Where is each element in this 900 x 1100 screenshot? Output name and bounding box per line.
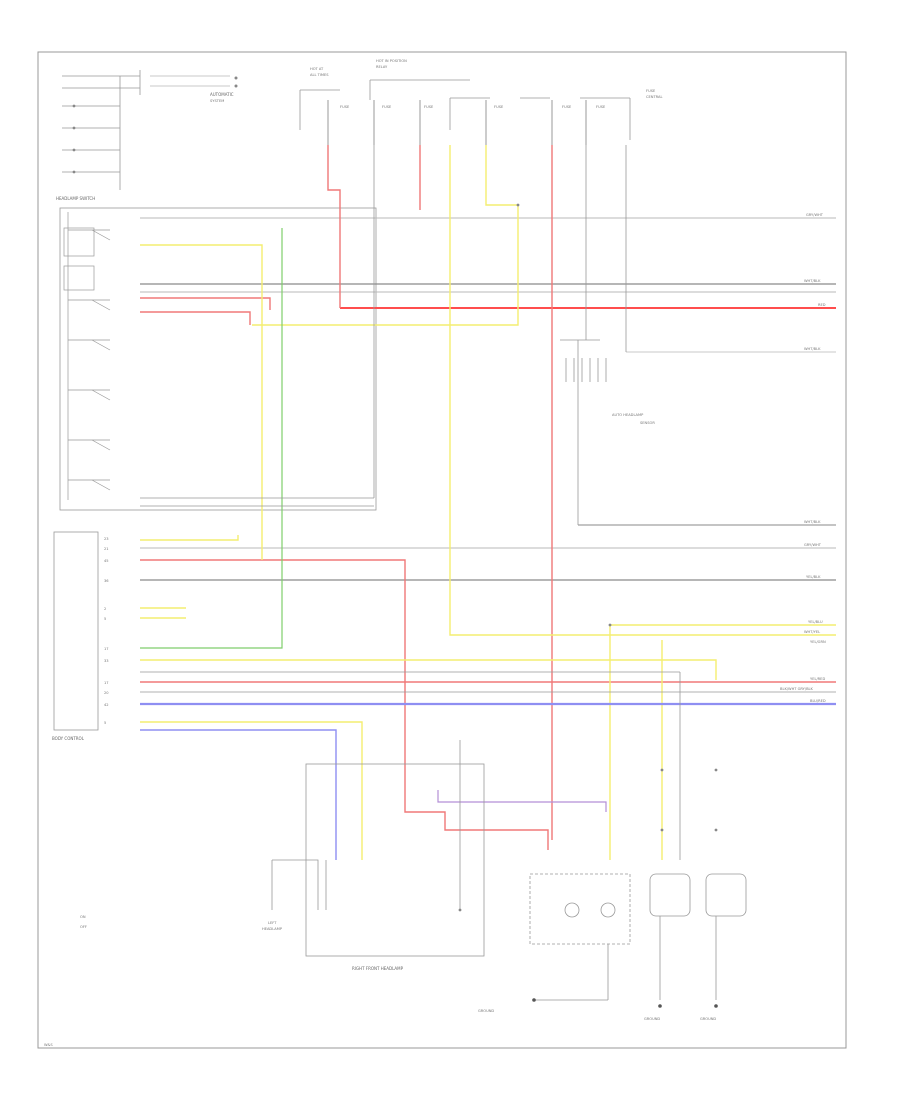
svg-text:FUSE: FUSE xyxy=(494,105,504,109)
right-bundle-label: AUTO HEADLAMP xyxy=(612,413,644,417)
svg-text:WHT/BLK: WHT/BLK xyxy=(804,347,821,351)
module-pin-labels: 23 21 45 36 2 5 17 33 17 20 42 5 xyxy=(104,537,109,725)
svg-text:17: 17 xyxy=(104,681,109,685)
headlamp-switch-body xyxy=(59,207,377,511)
right-lamp-box xyxy=(705,873,747,917)
ground-dots xyxy=(532,998,718,1008)
switch-contact-dots xyxy=(72,76,238,174)
svg-text:RED: RED xyxy=(818,303,826,307)
wire-junction-dots xyxy=(458,203,718,912)
bottom-left-sublabel: HEADLAMP xyxy=(262,927,283,931)
svg-text:FUSE: FUSE xyxy=(596,105,606,109)
fuse-drops xyxy=(327,100,587,145)
svg-text:YEL/GRN: YEL/GRN xyxy=(810,640,826,644)
left-lamp-box xyxy=(649,873,691,917)
red-wires xyxy=(140,145,836,850)
svg-text:WHT/BLK: WHT/BLK xyxy=(804,520,821,524)
footer-code: W&S xyxy=(44,1043,53,1047)
headlamp-switch-internals xyxy=(63,212,111,500)
ground-label-3: GROUND xyxy=(700,1017,716,1021)
svg-text:FUSE: FUSE xyxy=(646,89,656,93)
svg-text:33: 33 xyxy=(104,659,109,663)
ground-label-1: GROUND xyxy=(478,1009,494,1013)
svg-text:20: 20 xyxy=(104,691,109,695)
right-front-headlamp-box xyxy=(305,763,485,957)
svg-text:YEL/BLU: YEL/BLU xyxy=(808,620,823,624)
svg-text:WHT/BLK: WHT/BLK xyxy=(804,279,821,283)
bulb-symbol-1 xyxy=(564,902,580,918)
switch-contacts-top xyxy=(62,70,230,190)
green-wire xyxy=(140,228,283,649)
svg-text:HOT AT: HOT AT xyxy=(310,67,324,71)
horizontal-wires xyxy=(140,217,836,581)
gray-wires xyxy=(140,145,836,910)
svg-text:BLU/RED: BLU/RED xyxy=(810,699,826,703)
legend-item-2: OFF xyxy=(80,925,87,929)
svg-text:BLK/WHT GRY/BLK: BLK/WHT GRY/BLK xyxy=(780,687,814,691)
svg-text:FUSE: FUSE xyxy=(424,105,434,109)
svg-text:YEL/BLK: YEL/BLK xyxy=(806,575,821,579)
body-control-module xyxy=(53,531,99,731)
svg-text:17: 17 xyxy=(104,647,109,651)
svg-text:YEL/RED: YEL/RED xyxy=(810,677,825,681)
svg-text:42: 42 xyxy=(104,703,109,707)
right-connector-bundle xyxy=(565,358,607,382)
svg-text:21: 21 xyxy=(104,547,109,551)
body-control-label: BODY CONTROL xyxy=(52,736,85,741)
switch-top-sublabel: SYSTEM xyxy=(210,99,224,103)
fuse-labels: HOT AT ALL TIMES HOT IN POSITION RELAY F… xyxy=(310,59,662,109)
svg-text:HOT IN POSITION: HOT IN POSITION xyxy=(376,59,407,63)
svg-text:GRY/WHT: GRY/WHT xyxy=(806,213,824,217)
svg-text:5: 5 xyxy=(104,721,106,725)
svg-text:23: 23 xyxy=(104,537,109,541)
svg-text:RELAY: RELAY xyxy=(376,65,388,69)
switch-top-label: AUTOMATIC xyxy=(210,92,234,97)
right-bundle-sublabel: SENSOR xyxy=(640,421,655,425)
blue-wires xyxy=(140,702,836,860)
svg-text:GRY/WHT: GRY/WHT xyxy=(804,543,822,547)
fuse-block-lines xyxy=(299,79,631,140)
bottom-drops xyxy=(534,916,717,1001)
legend-item-1: ON xyxy=(80,915,86,919)
svg-text:CENTRAL: CENTRAL xyxy=(646,95,662,99)
headlamp-switch-label: HEADLAMP SWITCH xyxy=(56,196,95,201)
diagram-frame xyxy=(37,51,847,1049)
svg-text:2: 2 xyxy=(104,607,106,611)
svg-text:36: 36 xyxy=(104,579,109,583)
svg-text:FUSE: FUSE xyxy=(382,105,392,109)
bottom-left-label: LEFT xyxy=(268,921,277,925)
svg-text:5: 5 xyxy=(104,617,106,621)
bulb-symbol-2 xyxy=(600,902,616,918)
headlamp-assembly-box xyxy=(529,873,631,945)
svg-text:WHT/YEL: WHT/YEL xyxy=(804,630,820,634)
right-connector-labels: GRY/WHT WHT/BLK RED WHT/BLK WHT/BLK GRY/… xyxy=(780,213,826,703)
svg-text:FUSE: FUSE xyxy=(562,105,572,109)
right-front-headlamp-label: RIGHT FRONT HEADLAMP xyxy=(352,966,404,971)
ground-label-2: GROUND xyxy=(644,1017,660,1021)
svg-text:FUSE: FUSE xyxy=(340,105,350,109)
svg-text:ALL TIMES: ALL TIMES xyxy=(310,73,329,77)
svg-text:45: 45 xyxy=(104,559,109,563)
yellow-wires xyxy=(140,145,836,860)
bottom-left-ground xyxy=(271,859,327,910)
